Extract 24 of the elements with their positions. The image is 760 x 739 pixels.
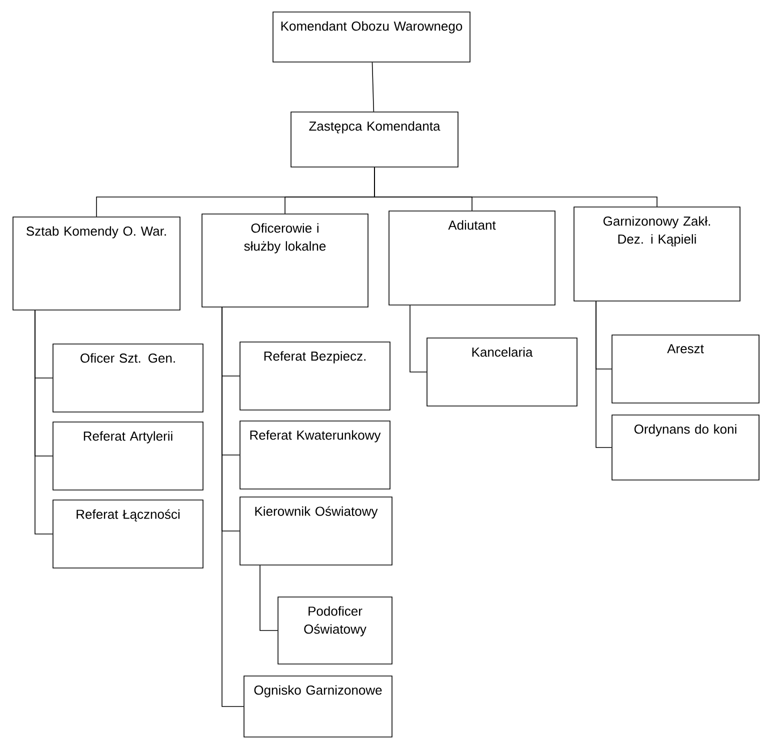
connector-line <box>410 305 427 372</box>
connector-line <box>596 301 612 448</box>
org-box: Komendant Obozu Warownego <box>272 12 470 62</box>
org-box: Adiutant <box>388 210 556 306</box>
org-box: Garnizonowy Zakł. Dez. i Kąpieli <box>574 206 740 302</box>
org-box: Referat Artylerii <box>52 422 204 490</box>
org-box: Sztab Komendy O. War. <box>12 216 180 310</box>
org-box: Kancelaria <box>426 338 578 406</box>
org-box: Podoficer Oświatowy <box>278 596 392 664</box>
org-box: Oficer Szt. Gen. <box>52 344 204 412</box>
org-box: Ognisko Garnizonowe <box>244 676 392 738</box>
org-box: Zastępca Komendanta <box>290 112 458 168</box>
org-box: Oficerowie i służby lokalne <box>202 214 368 308</box>
org-box: Areszt <box>612 334 760 404</box>
org-box: Referat Bezpiecz. <box>240 342 390 410</box>
org-box: Kierownik Oświatowy <box>240 496 392 566</box>
org-box: Ordynans do koni <box>612 414 760 480</box>
connector-line <box>222 307 244 707</box>
connector-line <box>34 310 53 534</box>
org-box: Referat Łączności <box>52 500 204 568</box>
connector-line <box>372 62 374 112</box>
connector-line <box>260 565 278 631</box>
connector-line <box>374 167 658 207</box>
org-box: Referat Kwaterunkowy <box>240 420 390 490</box>
